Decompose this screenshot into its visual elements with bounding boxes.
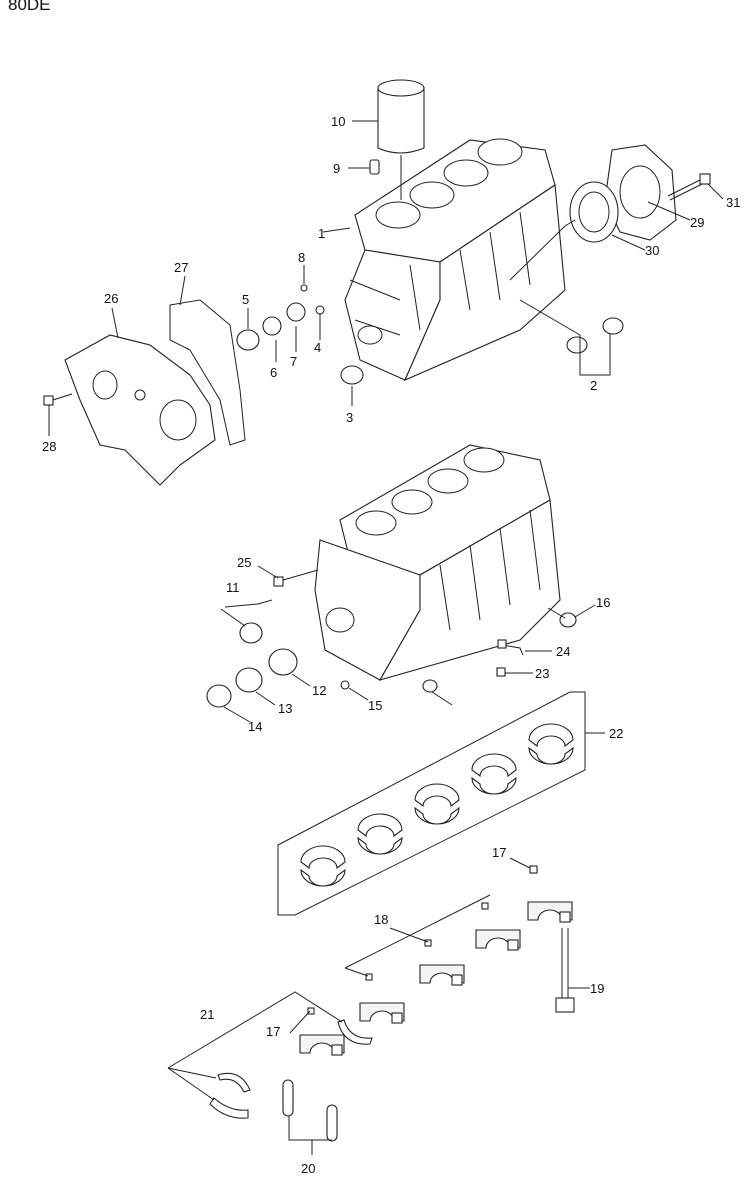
pin-11-part[interactable] xyxy=(257,599,273,605)
callout-10: 10 xyxy=(331,114,345,129)
plug-15-part[interactable] xyxy=(340,680,350,690)
cup-plug-3-part[interactable] xyxy=(340,365,364,385)
bushing-12-part[interactable] xyxy=(268,648,298,676)
thrust-washer-21b-part[interactable] xyxy=(217,1072,251,1093)
bearing-set-22-frame xyxy=(277,691,586,916)
callout-5: 5 xyxy=(242,292,249,307)
callout-17-bottom: 17 xyxy=(266,1024,280,1039)
rear-seal-housing-part[interactable] xyxy=(604,144,677,241)
leader-lines xyxy=(48,120,724,1155)
callout-7: 7 xyxy=(290,354,297,369)
callout-16: 16 xyxy=(596,595,610,610)
callout-22: 22 xyxy=(609,726,623,741)
callout-15: 15 xyxy=(368,698,382,713)
callout-1: 1 xyxy=(318,226,325,241)
plug-16-part[interactable] xyxy=(559,612,577,628)
callout-4: 4 xyxy=(314,340,321,355)
cylinder-liner-part[interactable] xyxy=(377,79,425,200)
bushing-2b-part[interactable] xyxy=(566,336,588,354)
oil-seal-part[interactable] xyxy=(569,181,619,243)
callout-13: 13 xyxy=(278,701,292,716)
upper-cylinder-block[interactable] xyxy=(344,138,566,382)
front-plate-part[interactable] xyxy=(64,334,216,486)
thrust-washer-21a-part[interactable] xyxy=(337,1019,373,1045)
callout-2: 2 xyxy=(590,378,597,393)
bearing-caps[interactable] xyxy=(299,901,573,1056)
bushing-7-part[interactable] xyxy=(286,302,306,322)
callout-30: 30 xyxy=(645,243,659,258)
dowel-17c-part[interactable] xyxy=(307,1007,315,1015)
bolt-25-part[interactable] xyxy=(273,569,319,587)
shim-20a-part[interactable] xyxy=(282,1079,294,1117)
lower-cylinder-block[interactable] xyxy=(314,444,561,681)
shim-20b-part[interactable] xyxy=(326,1104,338,1142)
bushing-2a-part[interactable] xyxy=(602,317,624,335)
gasket-27-part[interactable] xyxy=(169,299,246,446)
callout-18: 18 xyxy=(374,912,388,927)
nozzle-24-part[interactable] xyxy=(497,639,524,656)
dowel-pin-part[interactable] xyxy=(369,159,380,175)
callout-3: 3 xyxy=(346,410,353,425)
bushing-5-part[interactable] xyxy=(236,329,260,351)
thrust-washer-21c-part[interactable] xyxy=(209,1097,249,1119)
bolt-23-part[interactable] xyxy=(496,667,506,677)
dowel-17a-part[interactable] xyxy=(529,865,538,874)
model-title: 80DE xyxy=(8,0,51,14)
main-bearing-shells[interactable] xyxy=(300,723,574,887)
callout-9: 9 xyxy=(333,161,340,176)
callout-11: 11 xyxy=(226,580,240,595)
plug-4-part[interactable] xyxy=(315,305,325,315)
dowel-18-part[interactable] xyxy=(424,939,432,947)
callout-29: 29 xyxy=(690,215,704,230)
callout-21: 21 xyxy=(200,1007,214,1022)
callout-27: 27 xyxy=(174,260,188,275)
bushing-6-part[interactable] xyxy=(262,316,282,336)
callout-6: 6 xyxy=(270,365,277,380)
bolt-31-part[interactable] xyxy=(667,173,711,201)
bushing-14-part[interactable] xyxy=(206,684,232,708)
dowel-18b-part[interactable] xyxy=(365,973,373,981)
plug-8-part[interactable] xyxy=(300,284,308,292)
callout-24: 24 xyxy=(556,644,570,659)
cup-plug-3b-part[interactable] xyxy=(239,622,263,644)
dowel-17b-part[interactable] xyxy=(481,902,489,910)
callout-14: 14 xyxy=(248,719,262,734)
callout-12: 12 xyxy=(312,683,326,698)
callout-labels: 1 2 3 4 5 6 7 8 9 10 11 12 13 14 15 16 1… xyxy=(42,114,740,1176)
callout-31: 31 xyxy=(726,195,740,210)
callout-8: 8 xyxy=(298,250,305,265)
plug-4b-part[interactable] xyxy=(422,679,438,693)
bolt-28-part[interactable] xyxy=(43,393,73,406)
callout-17-top: 17 xyxy=(492,845,506,860)
callout-26: 26 xyxy=(104,291,118,306)
callout-19: 19 xyxy=(590,981,604,996)
callout-25: 25 xyxy=(237,555,251,570)
callout-23: 23 xyxy=(535,666,549,681)
bushing-13-part[interactable] xyxy=(235,667,263,693)
bolt-19-part[interactable] xyxy=(555,928,575,1013)
callout-20: 20 xyxy=(301,1161,315,1176)
callout-28: 28 xyxy=(42,439,56,454)
